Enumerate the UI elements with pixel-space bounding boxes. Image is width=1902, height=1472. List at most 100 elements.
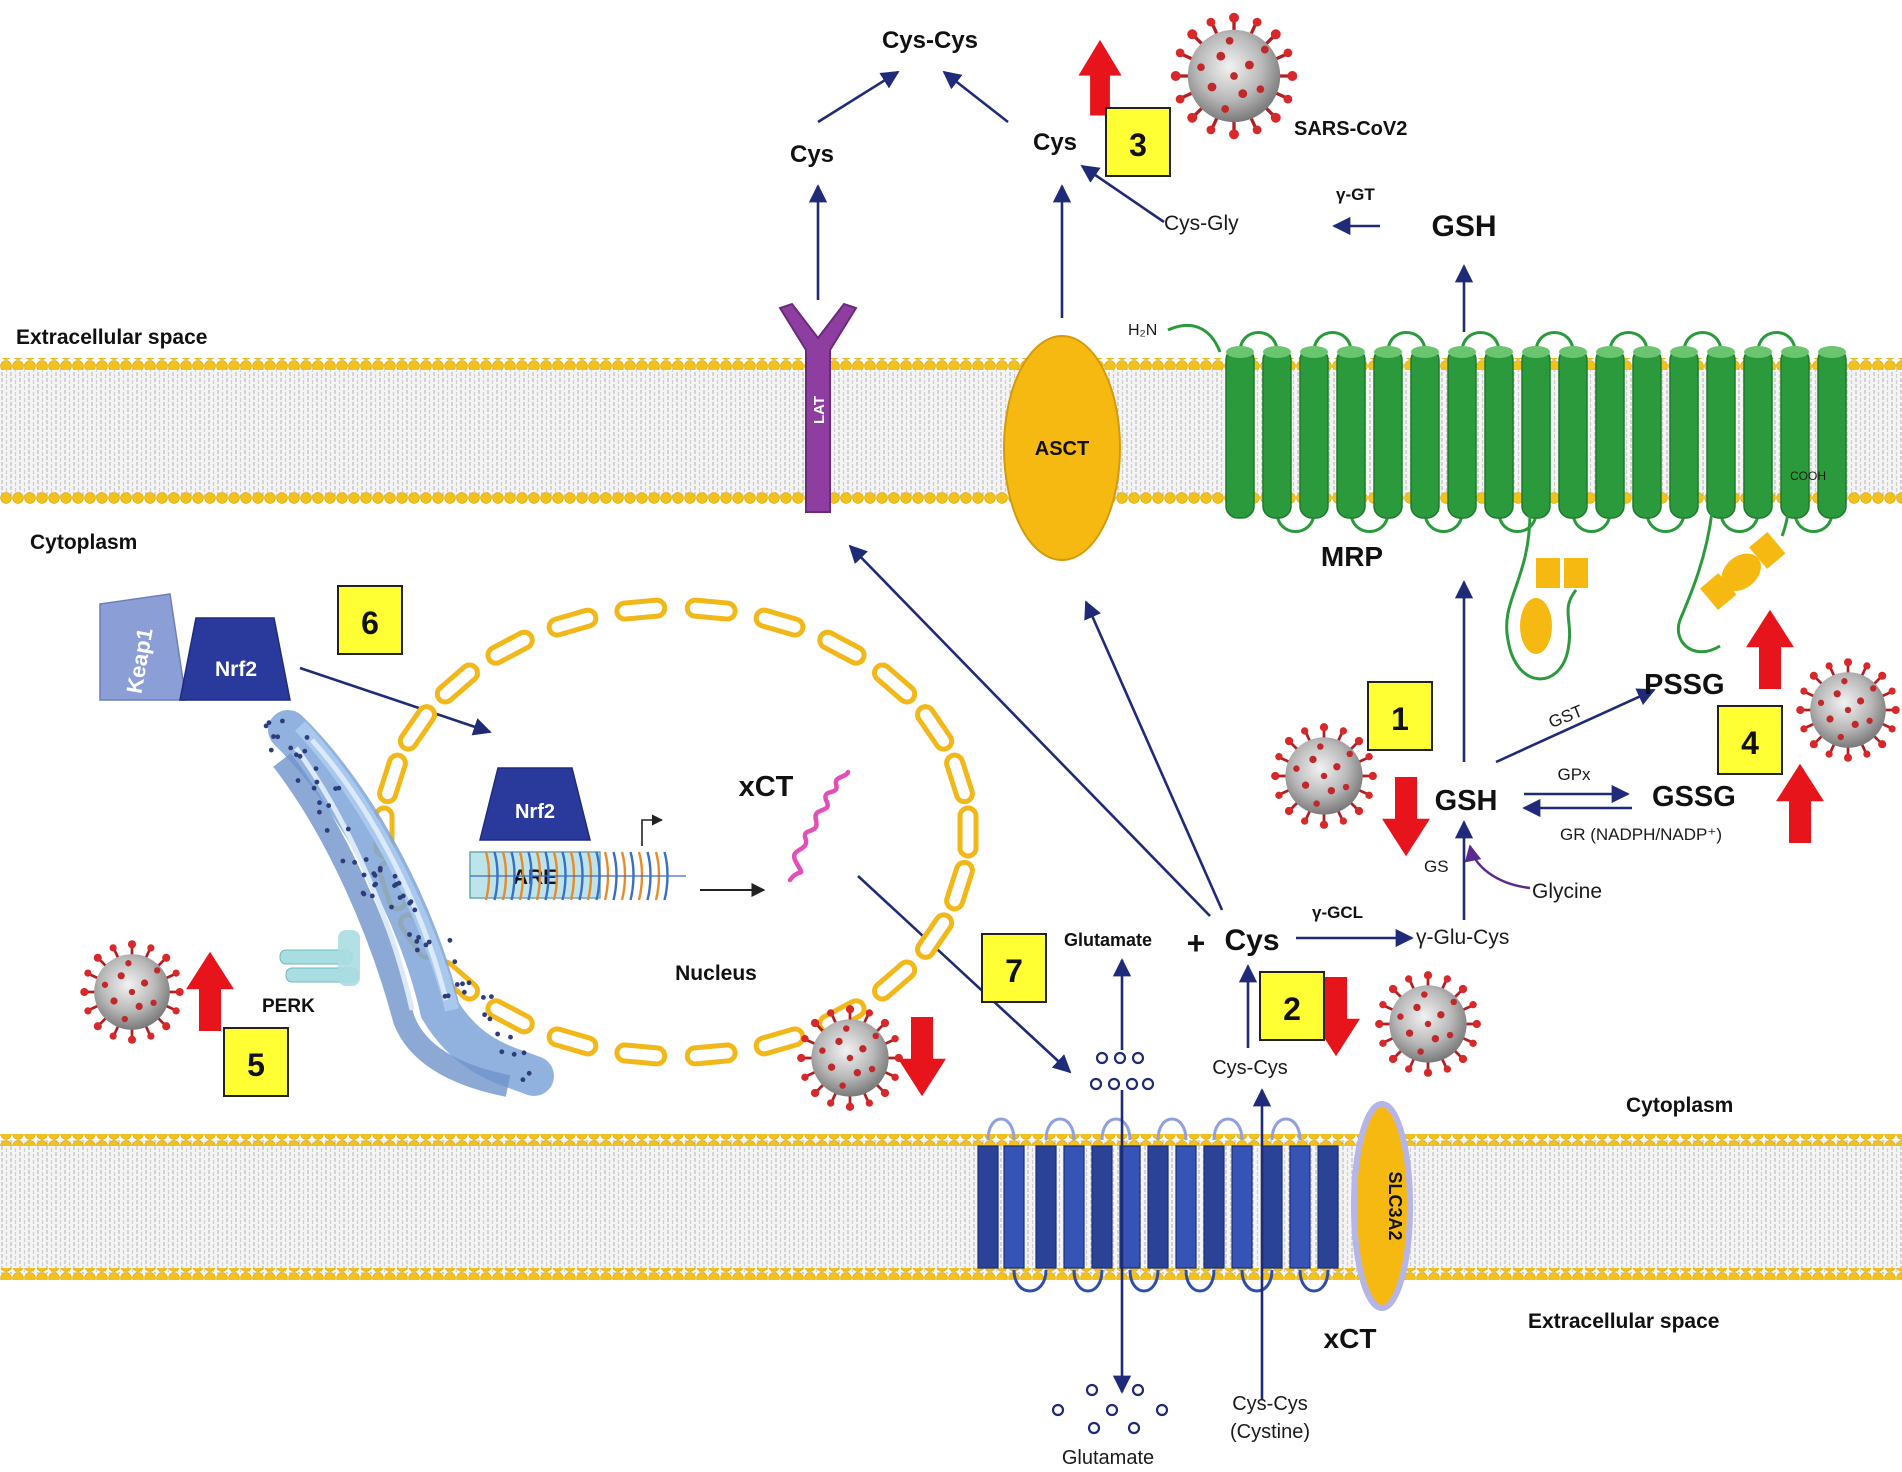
dna-strand: [595, 851, 601, 901]
nuclear-pore: [614, 1042, 668, 1067]
svg-text:6: 6: [361, 605, 379, 641]
dna-strand: [535, 851, 542, 901]
mrp-helix: [1521, 347, 1551, 519]
pathway-arrows: [299, 70, 1656, 1400]
ribosome-dot: [297, 753, 303, 759]
badge-7: 7: [981, 933, 1047, 1003]
perk-receptor: [279, 930, 360, 986]
xct-helix: [1091, 1145, 1113, 1269]
mrp-helix-cap: [1781, 346, 1809, 358]
ribosome-dot: [288, 745, 294, 751]
mrp-loop: [1275, 511, 1316, 533]
cystine-label-line1: Cys-Cys: [1232, 1393, 1308, 1415]
gsh-main-label: GSH: [1435, 785, 1498, 817]
xct-helix: [1317, 1145, 1339, 1269]
mrp-helix-cap: [1300, 346, 1328, 358]
nuclear-pore: [944, 752, 975, 805]
glutamate-molecules-outside: [1051, 1383, 1169, 1435]
ribosome-dot: [317, 809, 322, 815]
cooh-label: COOH: [1790, 469, 1826, 483]
mrp-helix-cap: [1485, 346, 1513, 358]
mrp-helix: [1632, 347, 1662, 519]
ribosome-dot: [392, 883, 397, 888]
dna-strand: [620, 851, 627, 901]
mrp-helix: [1706, 347, 1736, 519]
ribosome-dot: [271, 734, 276, 739]
ribosome-dot: [521, 1050, 527, 1056]
dna-strand: [510, 851, 516, 901]
dna-strand: [663, 851, 669, 901]
ribosome-dot: [313, 766, 319, 771]
ribosome-dot: [487, 1016, 493, 1022]
ribosome-dot: [454, 982, 460, 987]
gst-label: GST: [1546, 701, 1586, 732]
cys-center-label: Cys: [1224, 924, 1279, 957]
xct-mrna-label: xCT: [739, 771, 794, 803]
ribosome-dot: [466, 980, 472, 986]
mrp-helix: [1595, 347, 1625, 519]
dna-strand: [527, 851, 533, 901]
ribosome-dot: [460, 981, 465, 987]
xct-helix: [1035, 1145, 1057, 1269]
ribosome-dot: [295, 778, 301, 783]
xct-loop: [1072, 1269, 1104, 1293]
nucleus-envelope: [373, 597, 979, 1067]
mrp-helix-cap: [1522, 346, 1550, 358]
ribosome-dot: [400, 893, 406, 899]
lat-transporter: LAT: [778, 302, 858, 513]
sars-cov2-label: SARS-CoV2: [1294, 118, 1407, 140]
xct-helix: [1175, 1145, 1197, 1269]
xct-helix: [1147, 1145, 1169, 1269]
dna-strand: [552, 851, 559, 901]
ribosome-dot: [340, 858, 346, 864]
mrp-helix: [1484, 347, 1514, 519]
top-cytoplasm-label: Cytoplasm: [30, 531, 137, 554]
xct-loop: [1100, 1117, 1132, 1141]
dna-strand: [569, 851, 576, 901]
plus-sign: +: [1187, 925, 1206, 961]
mrp-helix-cap: [1707, 346, 1735, 358]
virus-icon-cys: [1373, 969, 1483, 1079]
mrp-helix: [1336, 347, 1366, 519]
red-down-arrow-icon-xct: [898, 1017, 946, 1097]
mrp-helix-cap: [1818, 346, 1846, 358]
mrp-loop: [1349, 511, 1390, 533]
ribosome-dot: [266, 720, 272, 726]
ribosome-dot: [326, 803, 332, 808]
svg-text:2: 2: [1283, 991, 1301, 1027]
nucleus-label: Nucleus: [675, 962, 757, 985]
dna-strand: [612, 851, 618, 901]
cys-cys-top-label: Cys-Cys: [882, 27, 978, 54]
asct-transporter: ASCT: [1003, 335, 1121, 561]
mrp-loop: [1719, 511, 1760, 533]
asct-label: ASCT: [1035, 438, 1089, 460]
mrp-helix-cap: [1596, 346, 1624, 358]
dna-strand: [501, 851, 508, 901]
lat-label: LAT: [811, 396, 828, 424]
mrp-helix: [1410, 347, 1440, 519]
mrp-helix-cap: [1337, 346, 1365, 358]
badge-4: 4: [1717, 705, 1783, 775]
dna-strand: [561, 851, 567, 901]
badge-3: 3: [1105, 107, 1171, 177]
mrp-helix: [1817, 347, 1847, 519]
xct-loop: [1212, 1117, 1244, 1141]
ribosome-dot: [317, 800, 322, 806]
mrp-loop: [1423, 511, 1464, 533]
nuclear-pore: [915, 912, 955, 960]
xct-helix: [1261, 1145, 1283, 1269]
dna-strand: [578, 851, 584, 901]
ribosome-dot: [499, 1049, 505, 1055]
gs-label: GS: [1424, 857, 1449, 876]
number-badges: 1 2 3 4 5 6 7: [223, 107, 1783, 1097]
dna-strand: [544, 851, 550, 901]
nuclear-pore: [753, 1026, 806, 1057]
glutamate-inside-label: Glutamate: [1064, 930, 1152, 950]
nuclear-pore: [434, 662, 480, 705]
ribosome-dot: [360, 890, 366, 896]
mrp-helix: [1558, 347, 1588, 519]
ribosome-dot: [452, 959, 458, 965]
ribosome-dot: [263, 723, 269, 729]
ribosome-dot: [412, 907, 418, 913]
